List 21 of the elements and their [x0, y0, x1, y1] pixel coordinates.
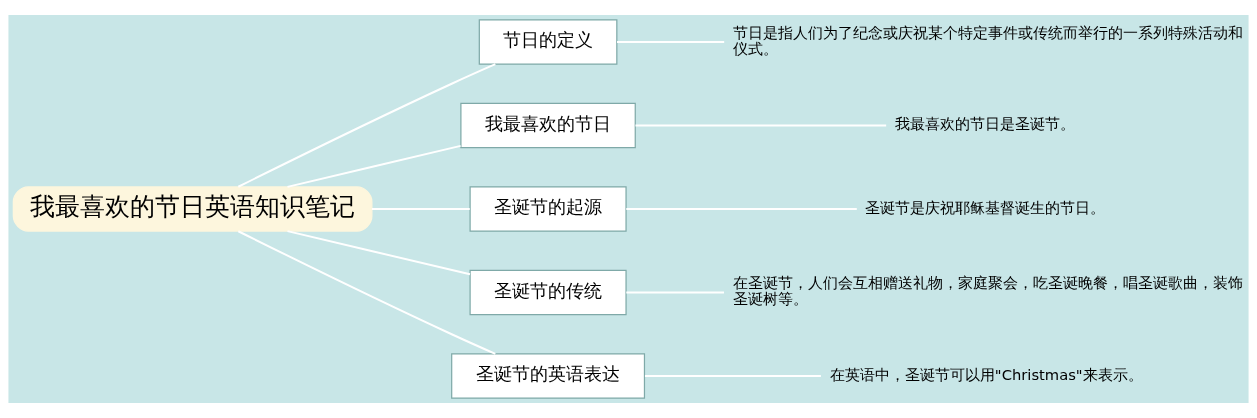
connector: [625, 208, 858, 210]
connector: [286, 144, 462, 188]
node-box: 圣诞节的传统: [469, 269, 627, 316]
connector: [616, 41, 726, 43]
node-text: 我最喜欢的节日是圣诞节。: [894, 115, 1075, 133]
connector: [237, 63, 497, 188]
node-box: 我最喜欢的节日: [460, 102, 636, 149]
connector: [634, 124, 888, 127]
connector: [625, 291, 725, 294]
node-text: 在英语中，圣诞节可以用"Christmas"来表示。: [829, 365, 1143, 383]
node-text: 在圣诞节，人们会互相赠送礼物，家庭聚会，吃圣诞晚餐，唱圣诞歌曲，装饰圣诞树等。: [732, 274, 1243, 308]
node-box: 圣诞节的英语表达: [451, 353, 646, 399]
node-text: 圣诞节是庆祝耶稣基督诞生的节日。: [865, 198, 1106, 216]
node-text: 节日是指人们为了纪念或庆祝某个特定事件或传统而举行的一系列特殊活动和仪式。: [732, 23, 1243, 57]
connector: [370, 208, 471, 210]
connector: [643, 375, 822, 377]
connector: [286, 230, 471, 276]
node-box: 我最喜欢的节日英语知识笔记: [12, 186, 373, 232]
connector: [237, 230, 497, 355]
node-box: 圣诞节的起源: [469, 186, 627, 232]
node-box: 节日的定义: [478, 19, 618, 65]
